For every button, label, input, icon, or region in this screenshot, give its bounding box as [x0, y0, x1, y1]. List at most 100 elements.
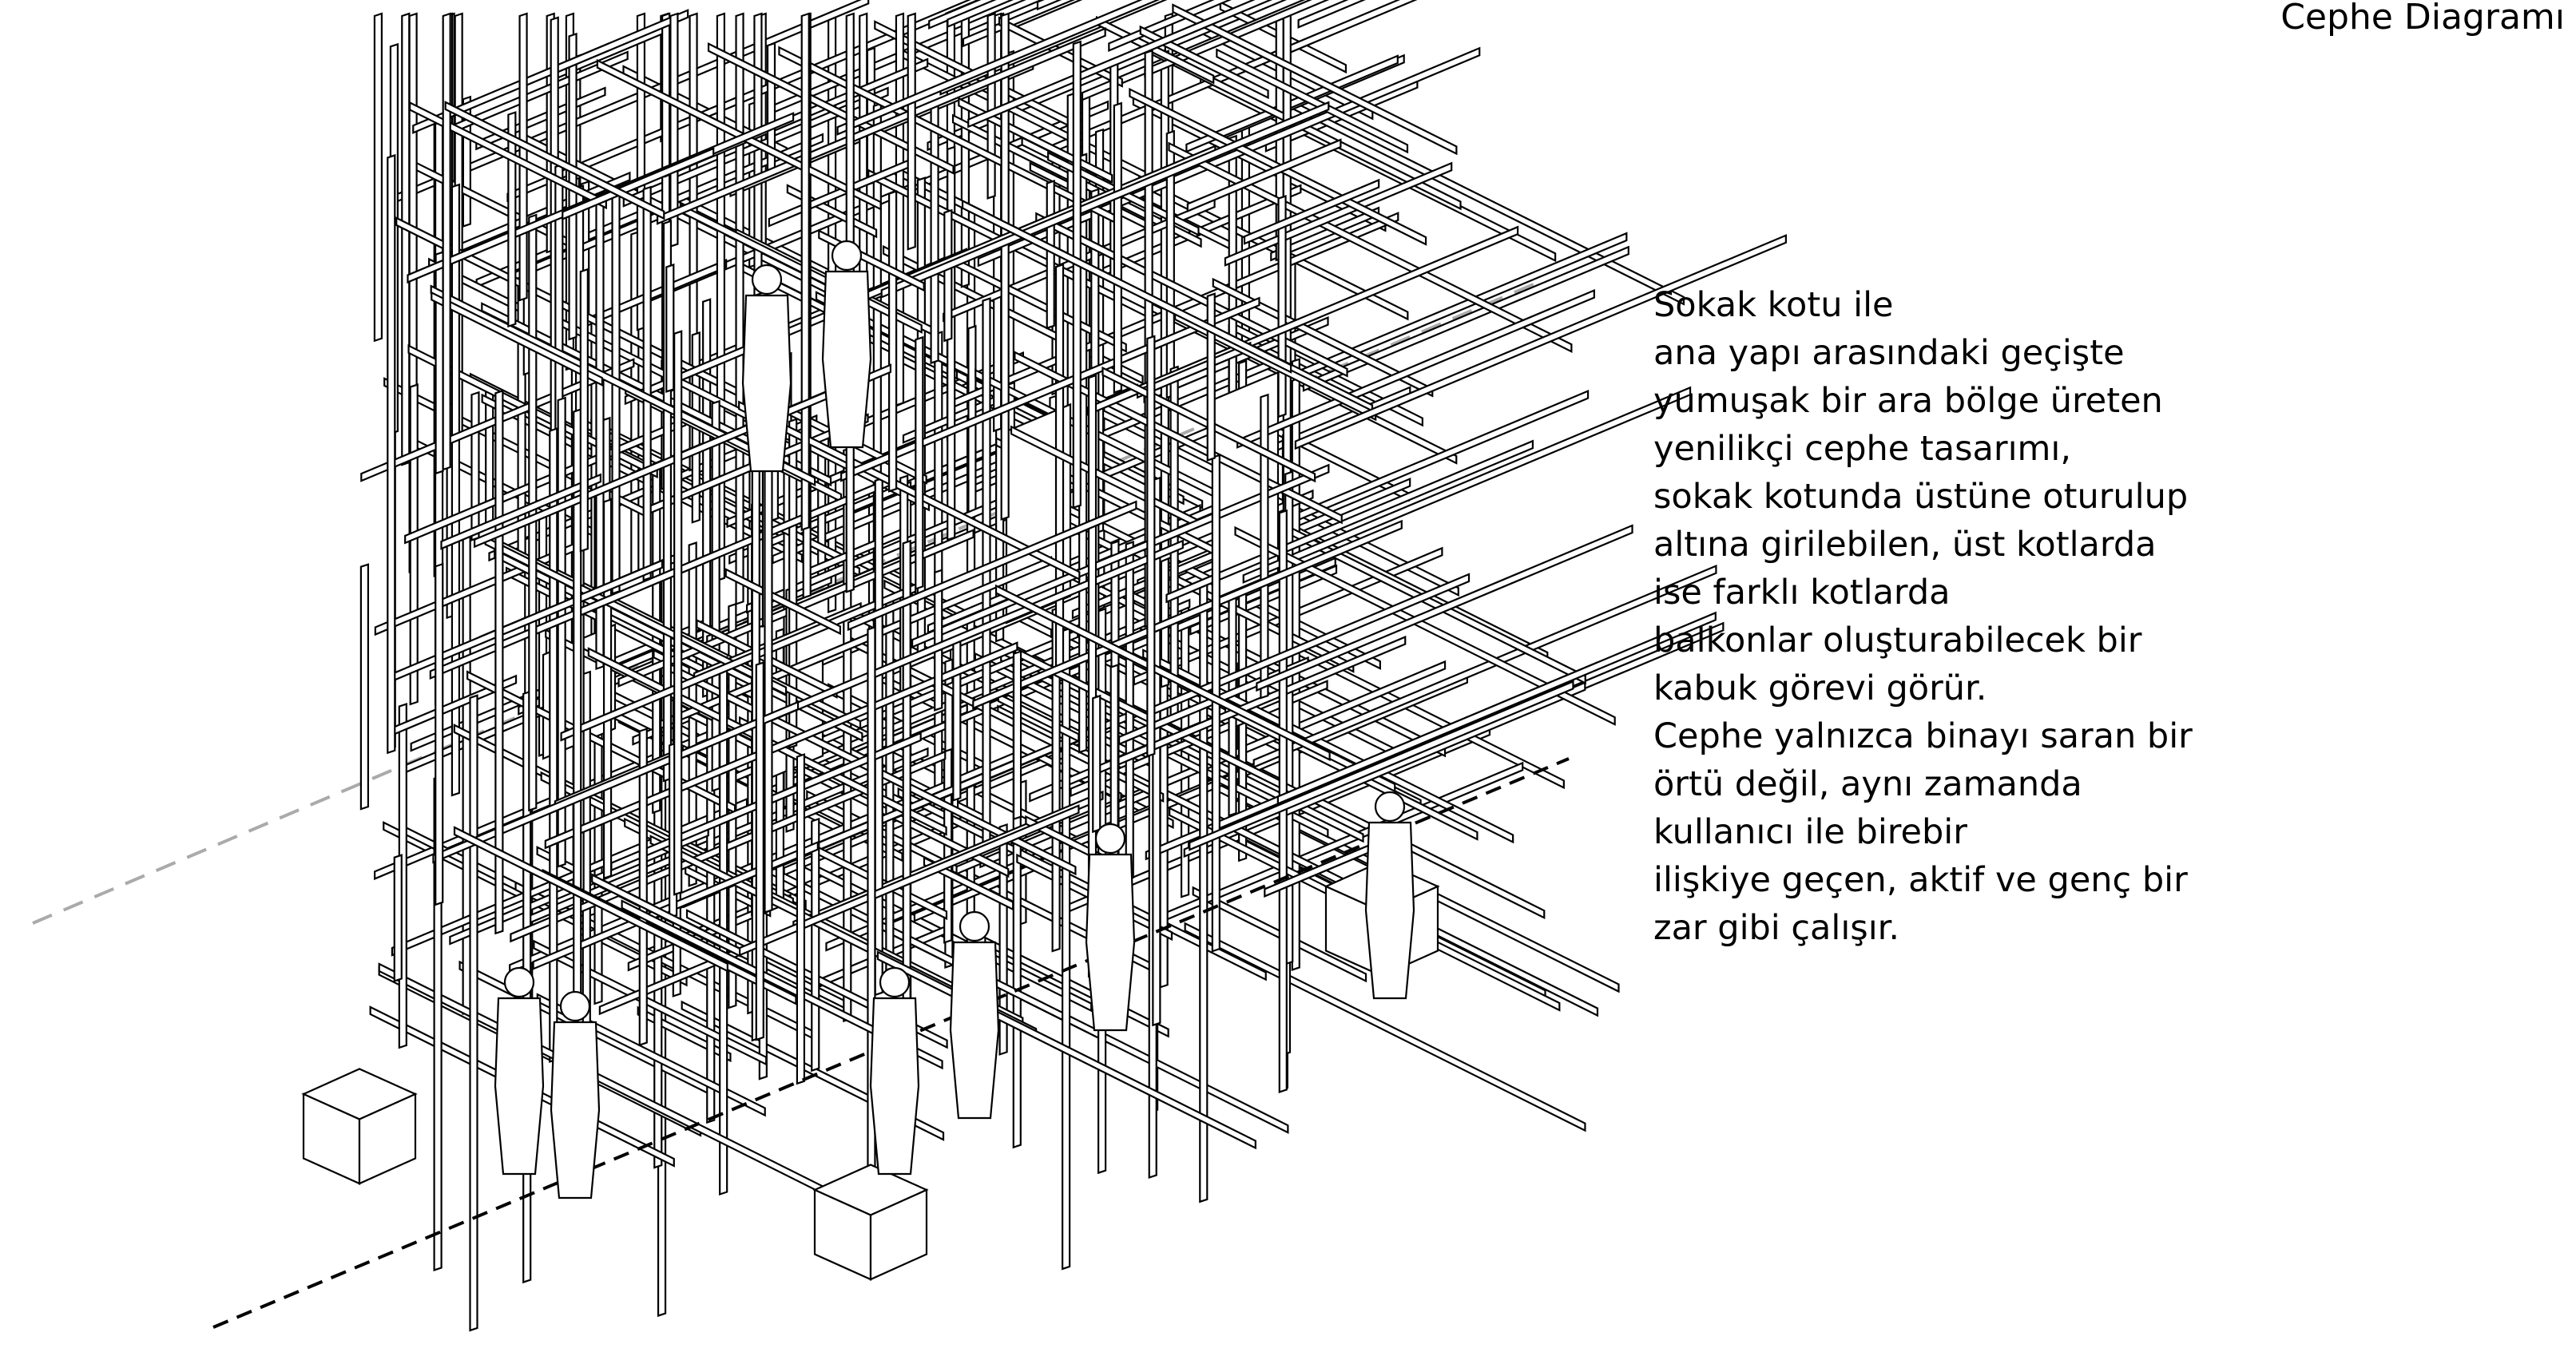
vertical-rod — [1260, 393, 1269, 700]
person-head — [831, 240, 863, 272]
horizontal-rod — [431, 291, 604, 387]
vertical-rod — [885, 593, 895, 979]
horizontal-rod — [1242, 386, 1692, 584]
horizontal-rod — [1142, 648, 1514, 844]
horizontal-rod — [707, 42, 955, 175]
vertical-rod — [387, 153, 396, 755]
vertical-rod — [469, 694, 478, 1332]
vertical-rod — [494, 389, 504, 935]
person-head — [879, 966, 911, 998]
vertical-rod — [934, 331, 943, 788]
vertical-rod — [507, 111, 517, 328]
horizontal-rod — [591, 873, 741, 958]
horizontal-rod — [1036, 0, 1062, 11]
vertical-rod — [947, 145, 956, 541]
vertical-rod — [518, 12, 528, 302]
horizontal-rod — [1236, 288, 1595, 449]
vertical-rod — [1072, 40, 1082, 510]
person-body — [949, 941, 1000, 1120]
vertical-rod — [579, 268, 589, 553]
vertical-rod — [952, 635, 962, 802]
horizontal-rod — [1168, 141, 1573, 354]
horizontal-rod — [444, 101, 665, 220]
description-line: örtü değil, aynı zamanda — [1653, 764, 2082, 804]
vertical-rod — [442, 12, 451, 471]
person-head — [959, 910, 990, 942]
description-line: sokak kotunda üstüne oturulup — [1653, 477, 2189, 517]
description-line: kullanıcı ile birebir — [1653, 812, 1967, 852]
horizontal-rod — [724, 568, 841, 636]
person-body — [1085, 853, 1136, 1032]
vertical-rod — [800, 12, 810, 532]
vertical-rod — [930, 104, 939, 365]
person-body — [741, 294, 792, 473]
vertical-rod — [470, 391, 480, 541]
horizontal-rod — [1297, 0, 1366, 29]
person-head — [1374, 791, 1406, 823]
horizontal-rod — [596, 58, 882, 211]
description-line: zar gibi çalışır. — [1653, 908, 1900, 948]
rod-lattice — [359, 0, 1787, 1332]
horizontal-rod — [1189, 680, 1574, 851]
horizontal-rod — [1256, 524, 1633, 692]
vertical-rod — [934, 569, 943, 712]
horizontal-rod — [880, 101, 1330, 299]
person-body — [869, 997, 920, 1176]
horizontal-rod — [430, 284, 816, 487]
horizontal-rod — [836, 0, 1160, 136]
vertical-rod — [1206, 292, 1216, 462]
vertical-rod — [1046, 180, 1055, 330]
vertical-rod — [373, 12, 383, 343]
vertical-rod — [462, 533, 471, 1016]
horizontal-rod — [1234, 525, 1616, 726]
description-line: balkonlar oluşturabilecek bir — [1653, 621, 2142, 660]
horizontal-rod — [453, 826, 728, 973]
description-line: kabuk görevi görür. — [1653, 668, 1987, 708]
horizontal-rod — [1276, 611, 1717, 806]
vertical-rod — [1113, 101, 1122, 395]
horizontal-rod — [1252, 564, 1717, 769]
vertical-rod — [811, 817, 820, 1073]
vertical-rod — [451, 183, 461, 797]
vertical-rod — [665, 263, 675, 393]
description-line: Sokak kotu ile — [1653, 285, 1894, 325]
vertical-rod — [915, 335, 924, 590]
vertical-rod — [401, 12, 411, 466]
description-line: yenilikçi cephe tasarımı, — [1653, 429, 2072, 469]
horizontal-rod — [967, 0, 1273, 129]
vertical-rod — [1146, 335, 1156, 758]
horizontal-rod — [440, 473, 601, 550]
horizontal-rod — [562, 147, 715, 221]
description-text: Sokak kotu ile ana yapı arasındaki geçiş… — [1653, 281, 2193, 952]
person-body — [1364, 821, 1415, 1000]
description-line: ise farklı kotlarda — [1653, 573, 1951, 613]
person-head — [751, 264, 783, 295]
vertical-rod — [359, 563, 370, 811]
horizontal-rod — [1302, 245, 1629, 392]
horizontal-rod — [544, 641, 1018, 850]
vertical-rod — [1199, 577, 1209, 1203]
vertical-rod — [642, 185, 652, 581]
horizontal-rod — [1212, 277, 1434, 398]
vertical-rod — [753, 12, 763, 297]
person-head — [1094, 823, 1126, 855]
vertical-rod — [943, 208, 953, 343]
person-body — [821, 270, 872, 449]
horizontal-rod — [1186, 138, 1342, 213]
horizontal-rod — [1216, 48, 1409, 154]
diagram-title: Cephe Diagramı — [2280, 0, 2565, 38]
vertical-rod — [1012, 650, 1022, 821]
horizontal-rod — [923, 856, 1014, 911]
horizontal-rod — [656, 27, 1106, 225]
description-line: yumuşak bir ara bölge üreten — [1653, 381, 2163, 421]
horizontal-rod — [962, 0, 1075, 48]
cube-side — [358, 1092, 417, 1185]
vertical-rod — [409, 383, 419, 706]
people-figures — [494, 240, 1415, 1200]
horizontal-rod — [994, 584, 1331, 762]
vertical-rod — [435, 251, 444, 475]
vertical-rod — [874, 477, 883, 997]
horizontal-rod — [621, 899, 943, 1070]
description-line: altına girilebilen, üst kotlarda — [1653, 525, 2157, 565]
person-head — [559, 990, 591, 1022]
